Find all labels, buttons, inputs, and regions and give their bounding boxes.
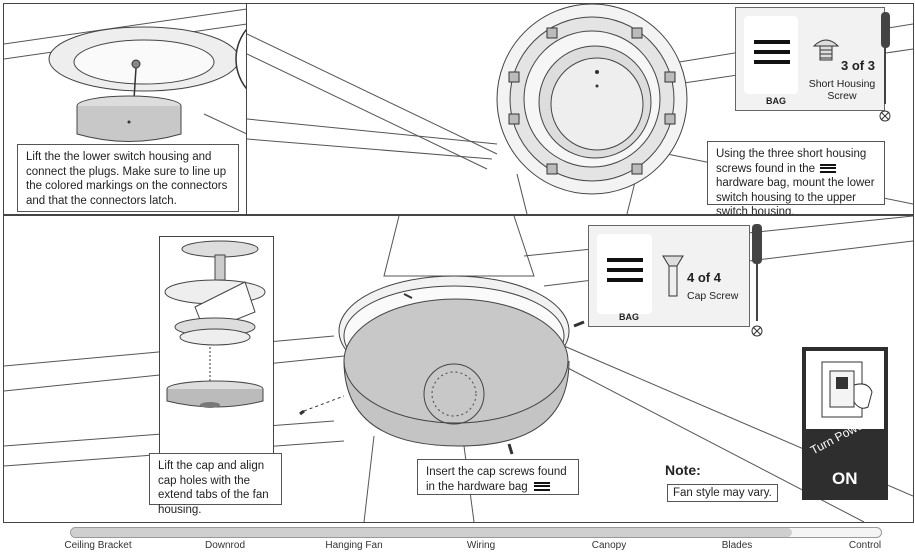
short-housing-screw-icon <box>812 39 840 61</box>
caption-text-part1: Using the three short housing screws fou… <box>716 148 867 175</box>
caption-align-cap: Lift the cap and align cap holes with th… <box>149 453 282 516</box>
caption-text-part2: hardware bag, mount the lower switch hou… <box>716 177 875 215</box>
progress-step-label: Control <box>848 540 882 551</box>
illustration-cap-inset <box>164 240 266 408</box>
step-panel-connect-plugs: Lift the the lower switch housing and co… <box>3 3 248 215</box>
progress-step-label: Downrod <box>204 540 246 551</box>
hardware-bag-short-screw: BAG 3 of 3 Short Housing Screw <box>735 7 885 111</box>
step-panel-install-cap: Lift the cap and align cap holes with th… <box>3 215 914 523</box>
progress-step-label: Ceiling Bracket <box>64 540 132 551</box>
hardware-name: Short Housing Screw <box>808 78 876 102</box>
note-title: Note: <box>665 462 701 478</box>
caption-connect-plugs: Lift the the lower switch housing and co… <box>17 144 239 212</box>
bag-lines-icon <box>754 40 790 64</box>
caption-mount-lower-housing: Using the three short housing screws fou… <box>707 141 885 214</box>
illustration-upper-housing <box>247 4 913 214</box>
power-line2: ON <box>832 469 858 488</box>
cap-screw-icon <box>662 255 684 297</box>
progress-step-label: Hanging Fan <box>325 540 383 551</box>
bag-lines-icon <box>607 258 643 282</box>
cap-inset <box>159 236 274 455</box>
light-switch-icon <box>806 351 884 429</box>
progress-fill <box>71 528 792 537</box>
caption-text: Lift the cap and align cap holes with th… <box>158 460 269 516</box>
hardware-name: Cap Screw <box>687 290 739 302</box>
hardware-count: 4 of 4 <box>687 270 721 285</box>
progress-step-label: Blades <box>721 540 753 551</box>
turn-power-on-badge: Turn Power ON <box>802 347 888 500</box>
bag-label: BAG <box>619 312 639 322</box>
note-text: Fan style may vary. <box>667 484 778 502</box>
caption-text: Insert the cap screws found in the hardw… <box>426 466 567 493</box>
bag-label: BAG <box>766 96 786 106</box>
bag-lines-icon <box>533 481 550 491</box>
caption-insert-cap-screws: Insert the cap screws found in the hardw… <box>417 459 579 495</box>
hardware-count: 3 of 3 <box>841 58 875 73</box>
illustration-fan-cap <box>4 216 913 522</box>
bag-lines-icon <box>820 163 837 173</box>
progress-step-label: Wiring <box>466 540 496 551</box>
progress-step-label: Canopy <box>591 540 627 551</box>
step-panel-mount-lower-housing: BAG 3 of 3 Short Housing Screw Using the… <box>246 3 914 215</box>
hardware-bag-cap-screw: BAG 4 of 4 Cap Screw <box>588 225 750 327</box>
installation-progress-bar <box>70 527 882 538</box>
caption-text: Lift the the lower switch housing and co… <box>26 151 228 207</box>
